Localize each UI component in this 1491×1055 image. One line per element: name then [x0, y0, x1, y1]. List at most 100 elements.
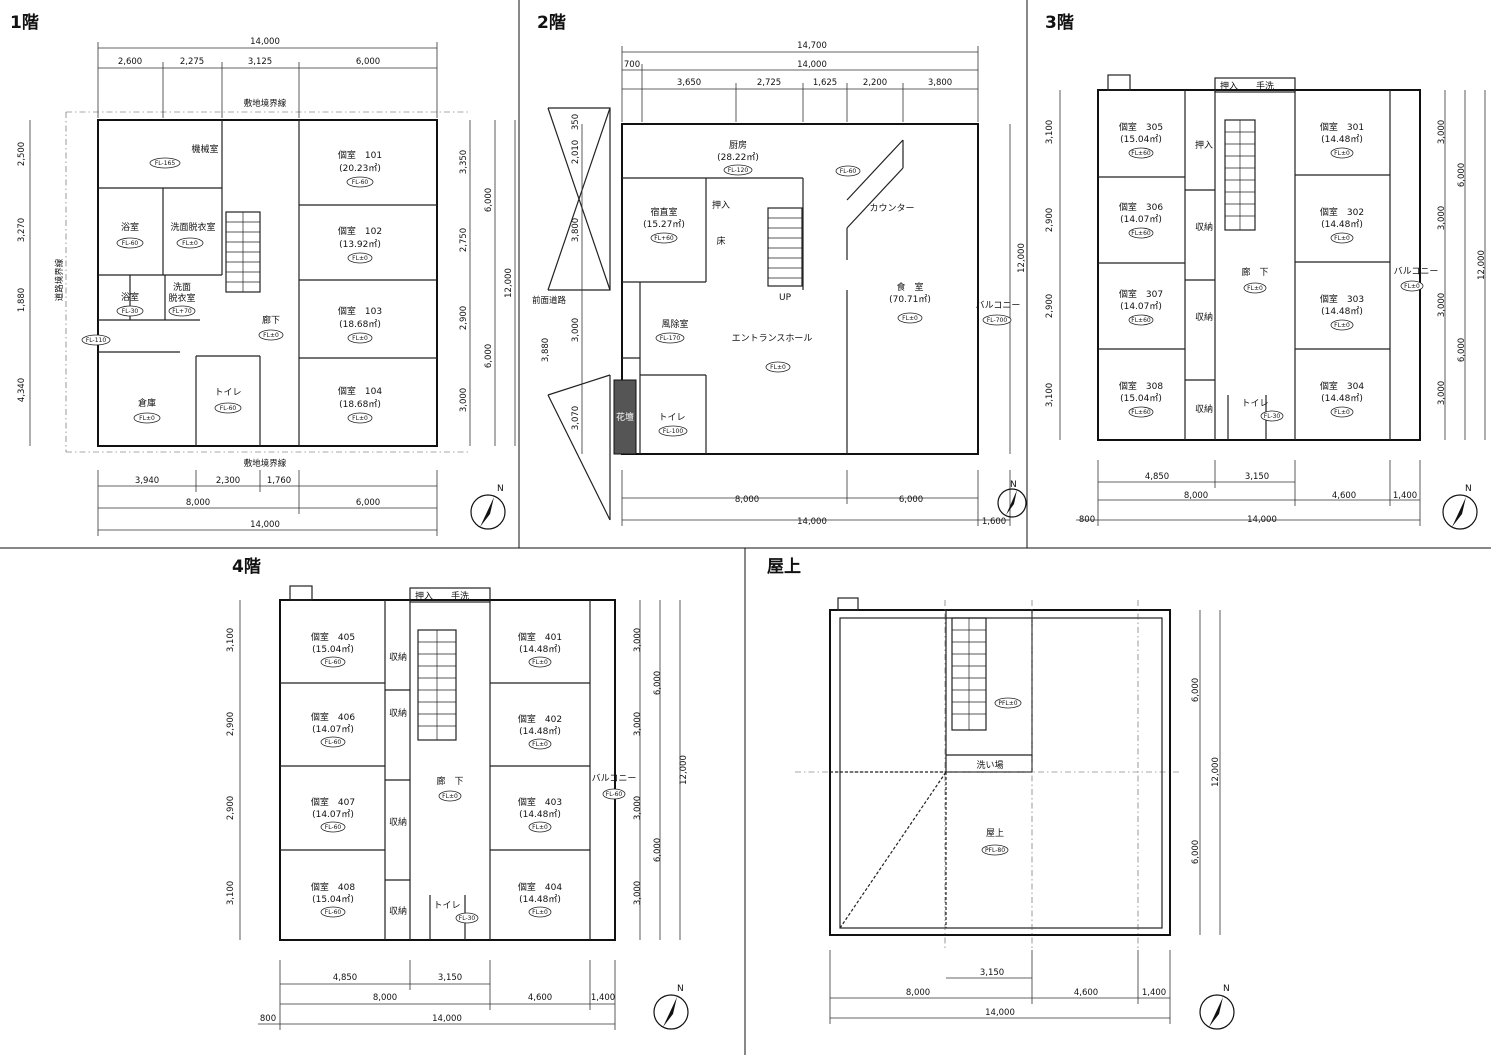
f4-dim-right-4: 3,000: [633, 881, 643, 905]
f4-area-401: (14.48㎡): [519, 644, 561, 655]
f1-dim-bottom-3: 1,760: [267, 476, 291, 486]
f2-dim-bottom-3: 14,000: [797, 517, 827, 527]
f4-room-balcony: バルコニー: [592, 773, 637, 784]
f2-fl-kitchen: FL-120: [728, 167, 748, 174]
roof-dim-right-2: 6,000: [1191, 840, 1201, 864]
f4-room-405: 個室 405: [311, 631, 355, 643]
f2-up-label: UP: [779, 293, 792, 303]
f1-dim-top-4: 6,000: [356, 57, 380, 67]
f4-fl-balcony: FL-60: [606, 791, 623, 798]
f1-room-101: 個室 101: [338, 149, 382, 161]
f3-dim-bottom-2: 3,150: [1245, 472, 1269, 482]
f1-boundary-left: 道路境界線: [54, 258, 65, 301]
roof-dim-bottom-3: 4,600: [1074, 988, 1098, 998]
f2-dim-top-total: 14,700: [797, 41, 827, 51]
f1-north-arrow-icon: N: [470, 484, 506, 530]
f4-dim-bottom-4: 4,600: [528, 993, 552, 1003]
f2-dim-top-3: 1,625: [813, 78, 837, 88]
f3-room-closet-top: 押入: [1220, 80, 1238, 92]
f3-room-handwash: 手洗: [1256, 80, 1274, 92]
f4-room-storage3: 収納: [389, 816, 407, 828]
f2-dim-left-2: 2,010: [571, 140, 581, 164]
f4-fl-404: FL±0: [532, 909, 548, 916]
f1-dim-right-3: 2,900: [459, 306, 469, 330]
f1-fl-102: FL±0: [352, 255, 368, 262]
f3-fl-306: FL±60: [1131, 230, 1151, 237]
f1-room-wash2: 洗面: [173, 281, 191, 293]
f2-dim-left-5: 3,880: [541, 338, 551, 362]
f3-dim-bottom-1: 4,850: [1145, 472, 1169, 482]
f4-area-407: (14.07㎡): [312, 809, 354, 820]
f2-road-label: 前面道路: [532, 295, 567, 306]
f1-dim-right-4: 3,000: [459, 388, 469, 412]
f3-fl-303: FL±0: [1334, 322, 1350, 329]
f1-fl-bath2: FL-30: [122, 308, 139, 315]
f4-dim-bottom-3: 8,000: [373, 993, 397, 1003]
f4-dim-right-3: 3,000: [633, 796, 643, 820]
f1-boundary-top: 敷地境界線: [244, 98, 287, 109]
f3-dim-right-6: 6,000: [1457, 338, 1467, 362]
f1-dim-bottom-1: 3,940: [135, 476, 159, 486]
f3-dim-right-4: 3,000: [1437, 381, 1447, 405]
roof-fl-rooftop: PFL-80: [985, 847, 1005, 854]
f4-dim-left-4: 3,100: [226, 881, 236, 905]
f4-room-toilet: トイレ: [433, 901, 460, 911]
f1-room-bath1: 浴室: [121, 221, 139, 233]
f4-fl-402: FL±0: [532, 741, 548, 748]
f2-dim-left-4: 3,000: [571, 318, 581, 342]
f4-dim-bottom-1: 4,850: [333, 973, 357, 983]
f2-dim-top-4: 2,200: [863, 78, 887, 88]
f4-room-402: 個室 402: [518, 713, 562, 725]
roof-north-arrow-icon: N: [1199, 984, 1235, 1030]
f4-north-label: N: [677, 984, 684, 994]
f3-dim-bottom-4: 4,600: [1332, 491, 1356, 501]
f2-fl-vestibule: FL-170: [660, 335, 680, 342]
f4-north-arrow-icon: N: [653, 984, 689, 1030]
f1-area-104: (18.68㎡): [339, 399, 381, 410]
f4-dim-bottom-6: 800: [260, 1014, 276, 1024]
f4-room-storage4: 収納: [389, 905, 407, 917]
f3-dim-bottom-6: 800: [1079, 515, 1095, 525]
floor-4-plan: 4階 押入 手洗 3,100 2,900 2,900: [226, 557, 689, 1030]
f2-north-arrow-icon: N: [997, 480, 1027, 518]
f4-dim-right-1: 3,000: [633, 628, 643, 652]
f1-dim-bottom-2: 2,300: [216, 476, 240, 486]
f2-room-night: 宿直室: [650, 206, 677, 218]
f1-room-103: 個室 103: [338, 305, 382, 317]
f4-room-storage1: 収納: [389, 651, 407, 663]
f1-room-bath2: 浴室: [121, 291, 139, 303]
f3-fl-balcony: FL±0: [1404, 283, 1420, 290]
f4-area-405: (15.04㎡): [312, 644, 354, 655]
floor-3-plan: 3階 押入 手洗 3,100 2,900 2,900: [1045, 13, 1487, 530]
f2-room-flowerbed: 花壇: [616, 411, 634, 423]
f4-fl-corridor: FL±0: [442, 793, 458, 800]
f3-room-balcony: バルコニー: [1394, 266, 1439, 277]
f2-dim-left-6: 3,070: [571, 406, 581, 430]
f1-fl-wash2: FL+70: [172, 308, 192, 315]
f3-fl-305: FL±60: [1131, 150, 1151, 157]
f1-room-wash1: 洗面脱衣室: [170, 221, 215, 233]
floor-4-title: 4階: [232, 557, 261, 577]
f2-fl-entrance: FL±0: [770, 364, 786, 371]
f4-room-407: 個室 407: [311, 796, 355, 808]
f3-room-corridor: 廊 下: [1241, 266, 1268, 278]
f3-room-storage3: 収納: [1195, 403, 1213, 415]
f1-dim-right-7: 12,000: [504, 268, 514, 298]
f4-dim-bottom-2: 3,150: [438, 973, 462, 983]
f4-area-402: (14.48㎡): [519, 726, 561, 737]
f2-area-kitchen: (28.22㎡): [717, 152, 759, 163]
f2-fl-extra: FL-60: [840, 168, 857, 175]
f2-dim-bottom-2: 6,000: [899, 495, 923, 505]
f4-room-406: 個室 406: [311, 711, 355, 723]
f3-fl-308: FL±60: [1131, 409, 1151, 416]
f3-dim-right-1: 3,000: [1437, 120, 1447, 144]
f3-room-toilet: トイレ: [1241, 399, 1268, 409]
f4-room-closet-top: 押入: [415, 590, 433, 602]
f3-dim-right-3: 3,000: [1437, 293, 1447, 317]
f3-dim-bottom-5: 1,400: [1393, 491, 1417, 501]
f3-area-308: (15.04㎡): [1120, 393, 1162, 404]
f2-dim-right-1: 12,000: [1017, 243, 1027, 273]
f4-dim-right-7: 12,000: [679, 755, 689, 785]
f4-room-401: 個室 401: [518, 631, 562, 643]
